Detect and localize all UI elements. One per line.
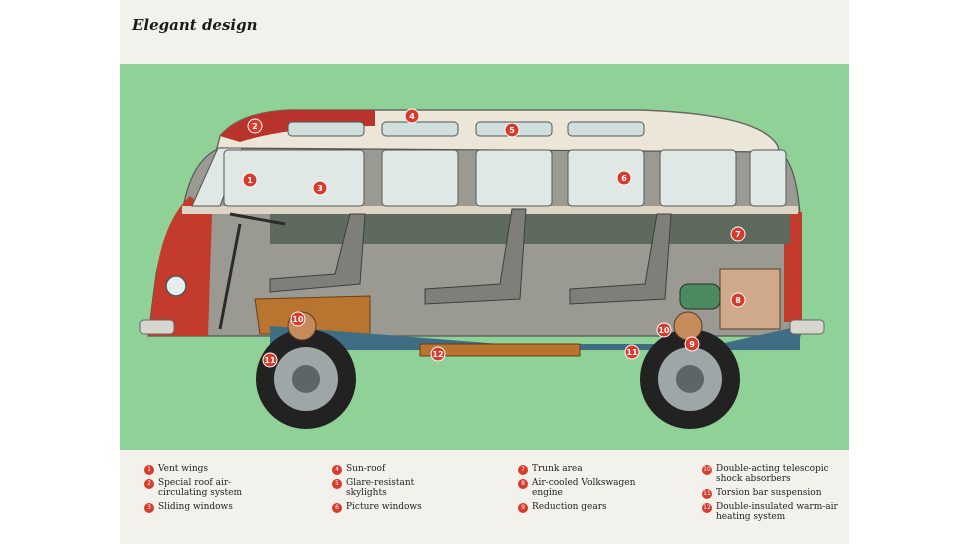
marker-5: 5 [504,122,520,138]
legend-label: Reduction gears [532,502,607,512]
svg-text:11: 11 [264,356,276,365]
legend-marker: 2 [144,479,154,489]
legend-marker: 6 [332,503,342,513]
svg-text:10: 10 [658,326,670,335]
legend-label: Double-insulated warm-air heating system [716,502,838,522]
brochure-page: Elegant design [120,0,849,544]
legend-column-1: 1 Vent wings 2 Special roof air-circulatin… [144,464,294,516]
legend-label: Picture windows [346,502,422,512]
svg-text:4: 4 [409,112,415,121]
legend-label: Double-acting telescopic shock absorbers [716,464,829,484]
svg-text:10: 10 [292,315,304,324]
legend-label: Glare-resistant skylights [346,478,415,498]
marker-3: 3 [312,180,328,196]
svg-text:7: 7 [735,230,741,239]
svg-text:12: 12 [432,350,443,359]
legend-marker: 5 [332,479,342,489]
legend-marker: 8 [518,479,528,489]
marker-11-rear: 11 [624,344,640,360]
marker-2: 2 [247,118,263,134]
rear-wheel [640,329,740,429]
legend-marker: 1 [144,465,154,475]
svg-text:9: 9 [689,340,695,349]
legend-label: Sliding windows [158,502,233,512]
marker-11-front: 11 [262,352,278,368]
legend-column-4: 10 Double-acting telescopic shock absorbe… [702,464,842,526]
legend-item-10: 10 Double-acting telescopic shock absorbe… [702,464,842,484]
svg-text:11: 11 [626,348,638,357]
legend-item-7: 7 Trunk area [518,464,668,475]
legend: 1 Vent wings 2 Special roof air-circulatin… [120,458,849,544]
marker-10-rear: 10 [656,322,672,338]
legend-item-11: 11 Torsion bar suspension [702,488,842,499]
legend-marker: 11 [702,489,712,499]
legend-item-1: 1 Vent wings [144,464,294,475]
svg-text:8: 8 [735,296,741,305]
legend-label: Trunk area [532,464,583,474]
legend-item-5: 5 Glare-resistant skylights [332,478,482,498]
front-wheel [256,329,356,429]
legend-item-12: 12 Double-insulated warm-air heating syst… [702,502,842,522]
svg-text:5: 5 [509,126,515,135]
illustration-panel: 1 2 3 4 5 6 7 8 9 10 10 11 11 12 [120,64,849,450]
legend-marker: 12 [702,503,712,513]
legend-item-4: 4 Sun-roof [332,464,482,475]
legend-marker: 4 [332,465,342,475]
legend-item-3: 3 Sliding windows [144,502,294,513]
legend-item-9: 9 Reduction gears [518,502,668,513]
legend-label: Special roof air-circulating system [158,478,243,498]
legend-marker: 9 [518,503,528,513]
legend-item-6: 6 Picture windows [332,502,482,513]
legend-label: Torsion bar suspension [716,488,822,498]
legend-column-3: 7 Trunk area 8 Air-cooled Volkswagen engin… [518,464,668,516]
legend-item-2: 2 Special roof air-circulating system [144,478,294,498]
legend-marker: 10 [702,465,712,475]
vw-bus-cutaway-illustration: 1 2 3 4 5 6 7 8 9 10 10 11 11 12 [139,108,825,429]
marker-10-front: 10 [290,311,306,327]
marker-4: 4 [404,108,420,124]
legend-label: Sun-roof [346,464,386,474]
legend-label: Air-cooled Volkswagen engine [532,478,636,498]
marker-8: 8 [730,292,746,308]
legend-marker: 7 [518,465,528,475]
page-title: Elegant design [132,16,258,34]
svg-text:2: 2 [252,122,258,131]
legend-marker: 3 [144,503,154,513]
marker-7: 7 [730,226,746,242]
legend-label: Vent wings [158,464,209,474]
svg-text:6: 6 [621,174,627,183]
legend-item-8: 8 Air-cooled Volkswagen engine [518,478,668,498]
legend-column-2: 4 Sun-roof 5 Glare-resistant skylights 6 Pi… [332,464,482,516]
marker-6: 6 [616,170,632,186]
svg-text:1: 1 [247,176,253,185]
marker-9: 9 [684,336,700,352]
marker-12: 12 [430,346,446,362]
marker-1: 1 [242,172,258,188]
svg-text:3: 3 [317,184,323,193]
